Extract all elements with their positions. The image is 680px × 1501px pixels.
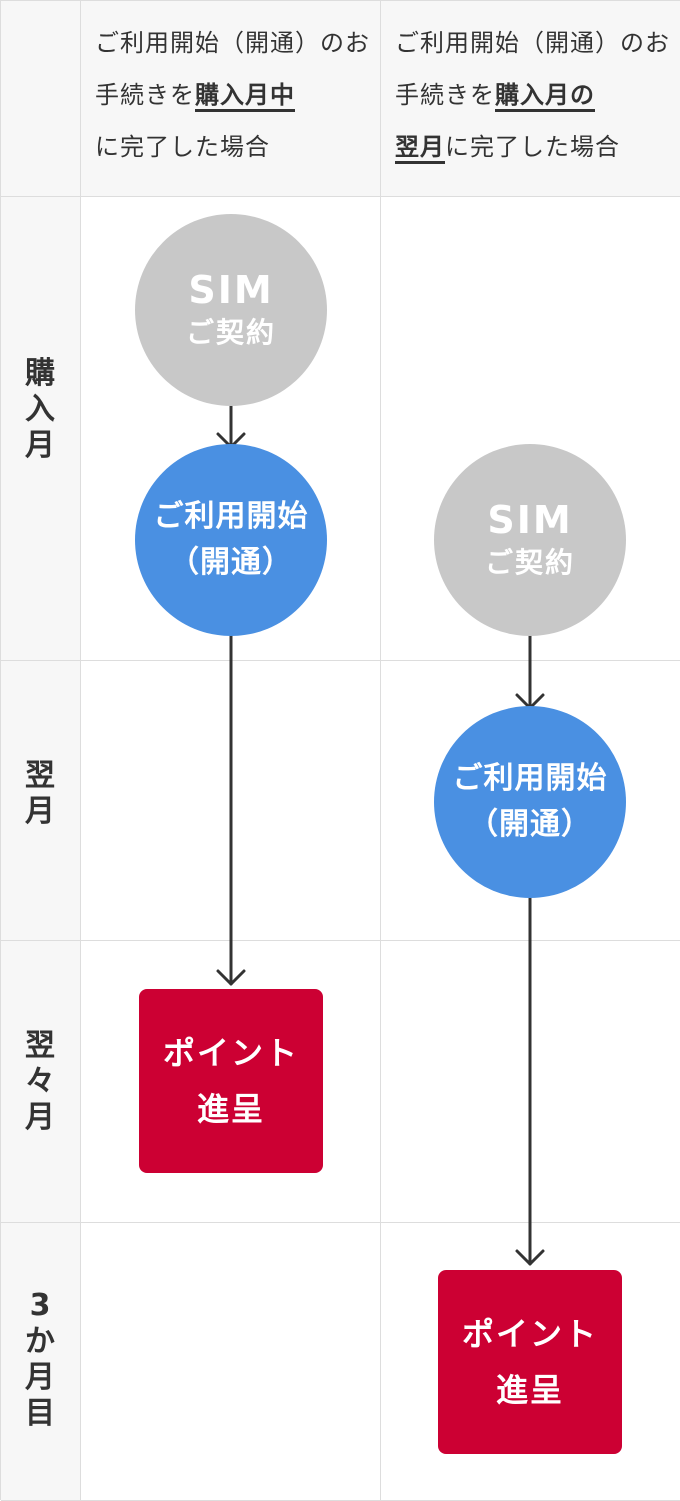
row-label-char: 3 [29,1288,51,1323]
row-label-char: 月 [25,1360,55,1395]
row-label-next-month: 翌 月 [0,758,80,830]
sim-contract-node-case1: SIM ご契約 [135,214,327,406]
point-label: ポイント [461,1315,598,1353]
row-label-char: 々 [25,1064,55,1099]
start-usage-node-case1: ご利用開始 （開通） [135,444,327,636]
row-label-cell-purchase-month [1,197,81,661]
header-cell-case2: ご利用開始（開通）のお手続きを購入月の翌月に完了した場合 [381,1,680,197]
sim-label: SIM [487,498,573,542]
start-usage-label: ご利用開始 [452,761,608,796]
row-label-char: 目 [25,1396,55,1431]
row-label-cell-next-month [1,661,81,941]
header-case2-pre: ご利用開始（開通）のお手続きを [395,29,670,109]
header-case2-text: ご利用開始（開通）のお手続きを購入月の翌月に完了した場合 [395,17,672,173]
header-case1-post: に完了した場合 [95,133,270,161]
header-case2-highlight-1: 購入月の [495,81,595,112]
row-label-char: 月 [25,794,55,829]
award-label: 進呈 [196,1090,265,1128]
award-label: 進呈 [495,1371,564,1409]
row-label-char: 購 [25,356,55,391]
point-award-node-case2: ポイント 進呈 [438,1270,622,1454]
contract-label: ご契約 [484,546,575,579]
start-usage-label: ご利用開始 [153,499,309,534]
row-label-third-month: 3 か 月 目 [0,1288,80,1432]
row-label-purchase-month: 購 入 月 [0,356,80,464]
row-label-char: 翌 [25,1028,55,1063]
row-label-char: 月 [25,428,55,463]
point-award-node-case1: ポイント 進呈 [139,989,323,1173]
row-label-cell-month-after-next [1,941,81,1223]
start-usage-node-case2: ご利用開始 （開通） [434,706,626,898]
header-case1-highlight: 購入月中 [195,81,295,112]
contract-label: ご契約 [185,316,276,349]
row-label-char: か [25,1324,55,1359]
cell-case1-month-after-next [81,941,381,1223]
arrow-head [216,969,246,986]
row-label-char: 翌 [25,758,55,793]
header-case2-highlight-2: 翌月 [395,133,445,164]
header-case2-post: に完了した場合 [445,133,620,161]
row-label-char: 入 [25,392,55,427]
corner-cell [1,1,81,197]
activation-label: （開通） [468,807,592,842]
sim-label: SIM [188,268,274,312]
activation-label: （開通） [169,545,293,580]
header-case1-pre: ご利用開始（開通）のお手続きを [95,29,370,109]
header-cell-case1: ご利用開始（開通）のお手続きを購入月中に完了した場合 [81,1,381,197]
arrow-head [515,1249,545,1266]
header-case1-text: ご利用開始（開通）のお手続きを購入月中に完了した場合 [95,17,372,173]
sim-contract-node-case2: SIM ご契約 [434,444,626,636]
point-label: ポイント [162,1034,299,1072]
row-label-cell-third-month [1,1223,81,1501]
row-label-char: 月 [25,1100,55,1135]
row-label-month-after-next: 翌 々 月 [0,1028,80,1136]
